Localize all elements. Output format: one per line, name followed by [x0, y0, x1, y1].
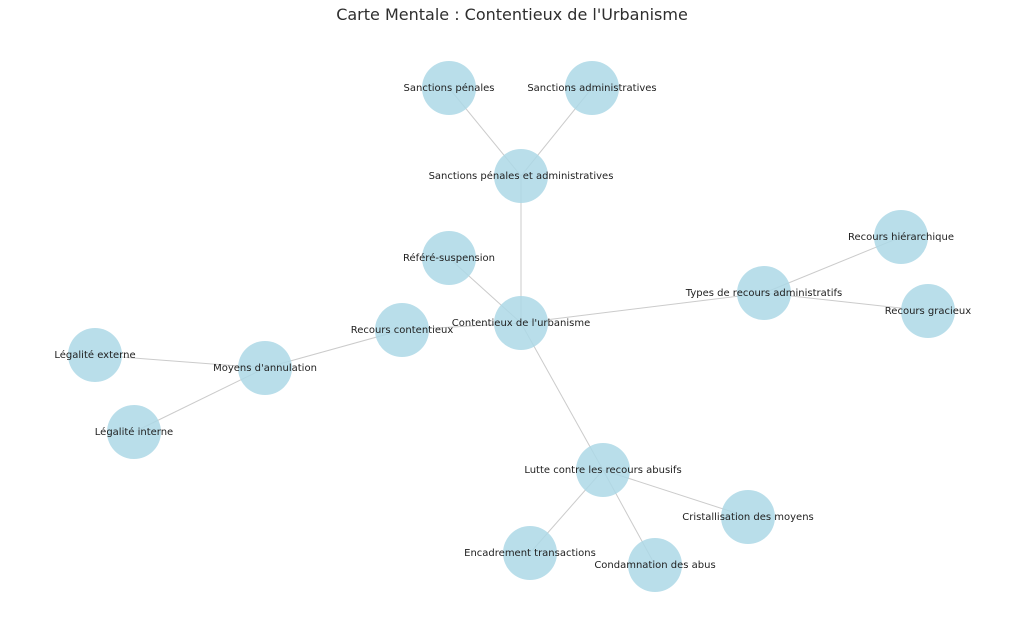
node-sanctions-penales-administratives [494, 149, 548, 203]
node-label-cristallisation-moyens: Cristallisation des moyens [682, 512, 814, 523]
node-label-recours-contentieux: Recours contentieux [351, 325, 454, 336]
node-label-legalite-interne: Légalité interne [95, 426, 173, 438]
node-sanctions-administratives [565, 61, 619, 115]
chart-title: Carte Mentale : Contentieux de l'Urbanis… [336, 5, 688, 24]
node-encadrement-transactions [503, 526, 557, 580]
node-label-recours-hierarchique: Recours hiérarchique [848, 231, 954, 243]
node-label-sanctions-penales-administratives: Sanctions pénales et administratives [429, 170, 614, 182]
node-label-refere-suspension: Référé-suspension [403, 252, 495, 264]
node-contentieux-urbanisme [494, 296, 548, 350]
node-sanctions-penales [422, 61, 476, 115]
node-label-legalite-externe: Légalité externe [54, 349, 135, 361]
node-types-recours-administratifs [737, 266, 791, 320]
node-recours-gracieux [901, 284, 955, 338]
node-label-recours-gracieux: Recours gracieux [885, 306, 971, 317]
node-label-contentieux-urbanisme: Contentieux de l'urbanisme [452, 318, 591, 329]
edge-contentieux-urbanisme--types-recours-administratifs [520, 292, 765, 324]
label-layer: Contentieux de l'urbanisme Sanctions péna… [54, 82, 971, 571]
node-label-sanctions-penales: Sanctions pénales [404, 82, 495, 94]
edge-contentieux-urbanisme--lutte-recours-abusifs [520, 322, 604, 471]
node-label-encadrement-transactions: Encadrement transactions [464, 548, 596, 559]
node-moyens-annulation [238, 341, 292, 395]
node-refere-suspension [422, 231, 476, 285]
node-cristallisation-moyens [721, 490, 775, 544]
node-label-sanctions-administratives: Sanctions administratives [527, 83, 656, 94]
node-layer [68, 61, 955, 592]
node-label-types-recours-administratifs: Types de recours administratifs [685, 288, 842, 299]
node-legalite-interne [107, 405, 161, 459]
node-lutte-recours-abusifs [576, 443, 630, 497]
node-legalite-externe [68, 328, 122, 382]
node-recours-hierarchique [874, 210, 928, 264]
node-label-lutte-recours-abusifs: Lutte contre les recours abusifs [524, 465, 681, 476]
node-label-moyens-annulation: Moyens d'annulation [213, 363, 317, 374]
edge-types-recours-administratifs--recours-gracieux [763, 292, 929, 312]
node-label-condamnation-abus: Condamnation des abus [594, 560, 715, 571]
node-recours-contentieux [375, 303, 429, 357]
node-condamnation-abus [628, 538, 682, 592]
edge-moyens-annulation--legalite-externe [94, 354, 266, 369]
